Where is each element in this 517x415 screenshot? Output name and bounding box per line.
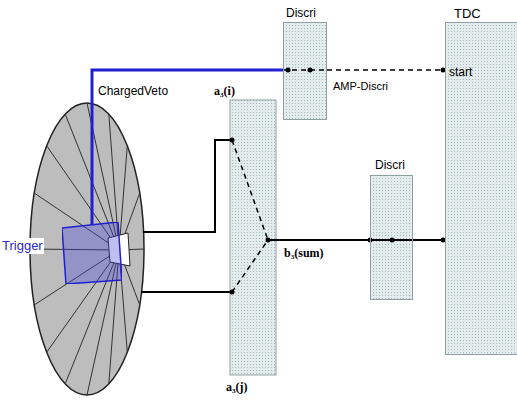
discri-fill — [370, 175, 413, 300]
signal-name: a₃(j) — [226, 380, 248, 394]
module-name: Discri — [286, 6, 316, 20]
veto-disc: TriggerChargedVeto — [30, 103, 145, 395]
trigger-outline — [62, 222, 122, 284]
sum-path — [232, 140, 268, 240]
signal-cable — [413, 239, 445, 241]
signal-wire — [141, 291, 232, 293]
signal-cable — [92, 70, 283, 225]
signal-cable — [327, 69, 445, 71]
tdc-fill — [445, 22, 517, 355]
trigger-counter: Trigger — [62, 222, 122, 284]
trigger-outline — [62, 222, 122, 284]
discriminator-box: Discri — [370, 175, 413, 300]
module-name: TDC — [454, 6, 481, 22]
sum-module — [230, 100, 276, 375]
veto-disc — [30, 103, 144, 395]
detector-name: Trigger — [1, 238, 44, 254]
discri-fill — [283, 22, 327, 120]
input-name: start — [449, 65, 472, 79]
tdc-box: TDCstart — [445, 22, 517, 355]
signal-name: b₃(sum) — [284, 246, 324, 260]
disc-segments — [30, 103, 144, 395]
junction-dots — [230, 68, 446, 295]
discriminator-box: Discri — [283, 22, 327, 120]
sum-path — [232, 240, 268, 292]
module-type: AMP-Discri — [333, 80, 388, 93]
detector-name: ChargedVeto — [98, 84, 168, 98]
signal-name: a₃(i) — [214, 84, 235, 98]
module-name: Discri — [375, 158, 405, 172]
signal-wire — [143, 140, 232, 232]
